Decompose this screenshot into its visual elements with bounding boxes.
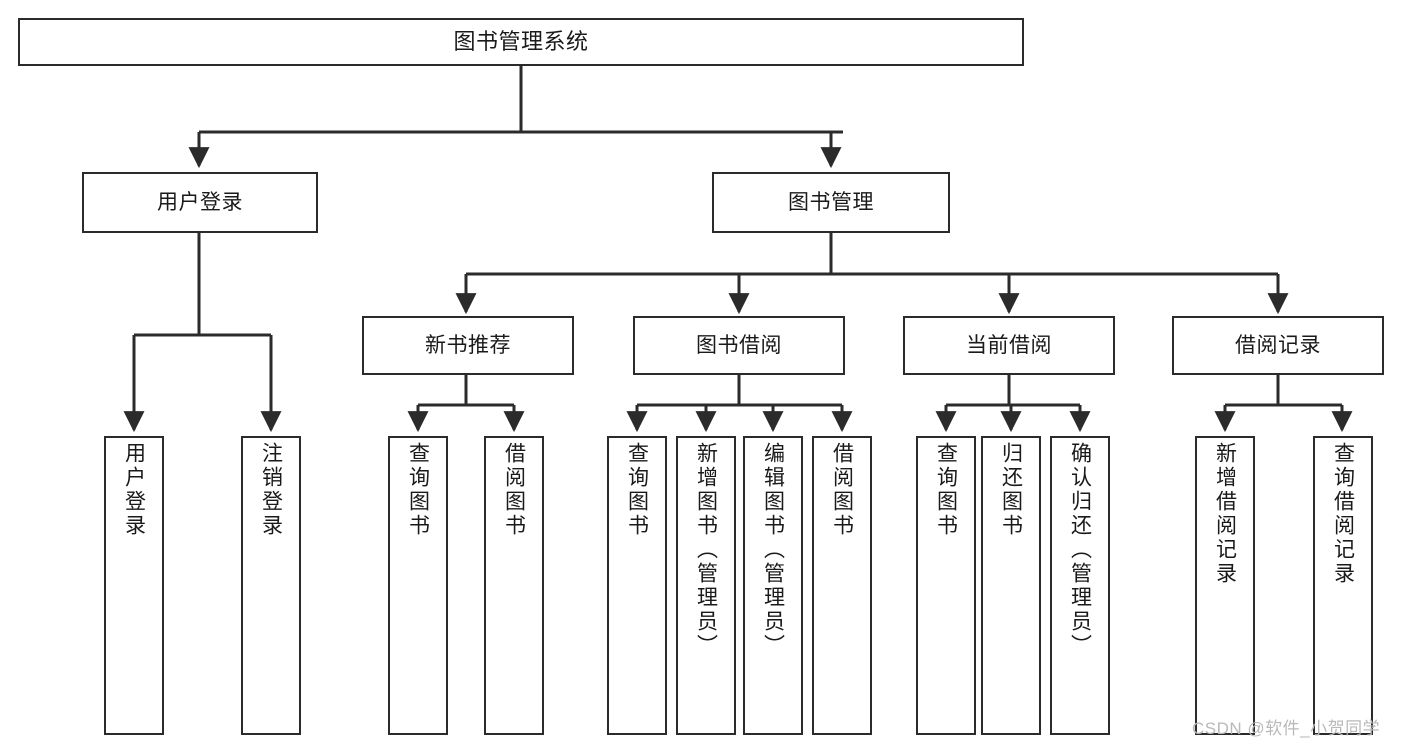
node-leaf-borrow-book-2-label: 借阅图书	[830, 442, 854, 538]
node-leaf-query-book-2[interactable]: 查询图书	[607, 436, 667, 735]
node-leaf-borrow-book-2[interactable]: 借阅图书	[812, 436, 872, 735]
node-leaf-add-book[interactable]: 新增图书（管理员）	[676, 436, 736, 735]
node-leaf-user-login-label: 用户登录	[122, 442, 146, 538]
node-leaf-add-record-label: 新增借阅记录	[1213, 442, 1237, 586]
node-book-management[interactable]: 图书管理	[712, 172, 950, 233]
node-leaf-query-book-2-label: 查询图书	[625, 442, 649, 538]
node-root-label: 图书管理系统	[453, 29, 589, 54]
node-leaf-query-book-3[interactable]: 查询图书	[916, 436, 976, 735]
node-current-borrow[interactable]: 当前借阅	[903, 316, 1115, 375]
node-leaf-confirm-return[interactable]: 确认归还（管理员）	[1050, 436, 1110, 735]
node-leaf-edit-book[interactable]: 编辑图书（管理员）	[743, 436, 803, 735]
node-leaf-user-login[interactable]: 用户登录	[104, 436, 164, 735]
node-leaf-query-record-label: 查询借阅记录	[1331, 442, 1355, 586]
node-borrow-record-label: 借阅记录	[1235, 334, 1321, 357]
node-leaf-query-record[interactable]: 查询借阅记录	[1313, 436, 1373, 735]
node-leaf-add-record[interactable]: 新增借阅记录	[1195, 436, 1255, 735]
node-leaf-return-book[interactable]: 归还图书	[981, 436, 1041, 735]
node-leaf-query-book-1[interactable]: 查询图书	[388, 436, 448, 735]
node-user-login-label: 用户登录	[157, 191, 243, 214]
node-leaf-borrow-book-1-label: 借阅图书	[502, 442, 526, 538]
watermark: CSDN @软件_小贺同学	[1192, 719, 1381, 738]
node-leaf-user-logout-label: 注销登录	[259, 442, 283, 538]
node-leaf-borrow-book-1[interactable]: 借阅图书	[484, 436, 544, 735]
node-book-borrow-label: 图书借阅	[696, 334, 782, 357]
node-user-login[interactable]: 用户登录	[82, 172, 318, 233]
node-leaf-user-logout[interactable]: 注销登录	[241, 436, 301, 735]
node-leaf-add-book-label: 新增图书（管理员）	[694, 442, 718, 658]
node-leaf-edit-book-label: 编辑图书（管理员）	[761, 442, 785, 658]
node-book-borrow[interactable]: 图书借阅	[633, 316, 845, 375]
node-current-borrow-label: 当前借阅	[966, 334, 1052, 357]
node-leaf-query-book-1-label: 查询图书	[406, 442, 430, 538]
node-leaf-confirm-return-label: 确认归还（管理员）	[1068, 442, 1092, 658]
node-new-book-recommend-label: 新书推荐	[425, 334, 511, 357]
node-borrow-record[interactable]: 借阅记录	[1172, 316, 1384, 375]
node-book-management-label: 图书管理	[788, 191, 874, 214]
node-root[interactable]: 图书管理系统	[18, 18, 1024, 66]
node-leaf-query-book-3-label: 查询图书	[934, 442, 958, 538]
node-leaf-return-book-label: 归还图书	[999, 442, 1023, 538]
node-new-book-recommend[interactable]: 新书推荐	[362, 316, 574, 375]
